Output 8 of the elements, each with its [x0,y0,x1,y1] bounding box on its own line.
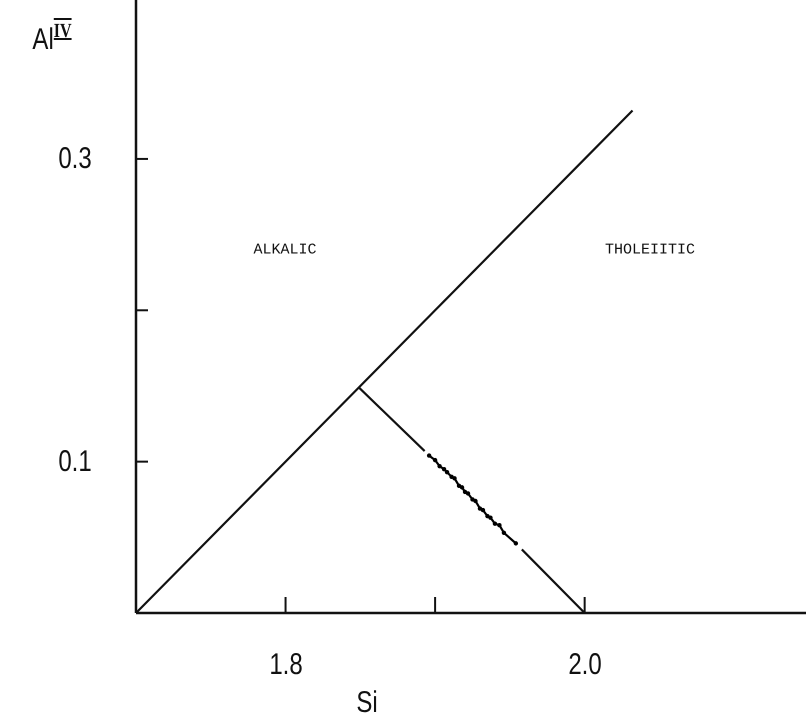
x-axis-title: Si [356,688,378,718]
region-label: THOLEIITIC [605,242,695,258]
x-tick-label: 2.0 [568,650,602,680]
y-tick-label: 0.3 [58,144,92,174]
y-axis-title: Al$^{IV}$ [32,21,72,55]
y-tick-label: 0.1 [58,446,92,477]
region-label: ALKALIC [254,242,316,258]
x-tick-label: 1.8 [268,650,302,680]
